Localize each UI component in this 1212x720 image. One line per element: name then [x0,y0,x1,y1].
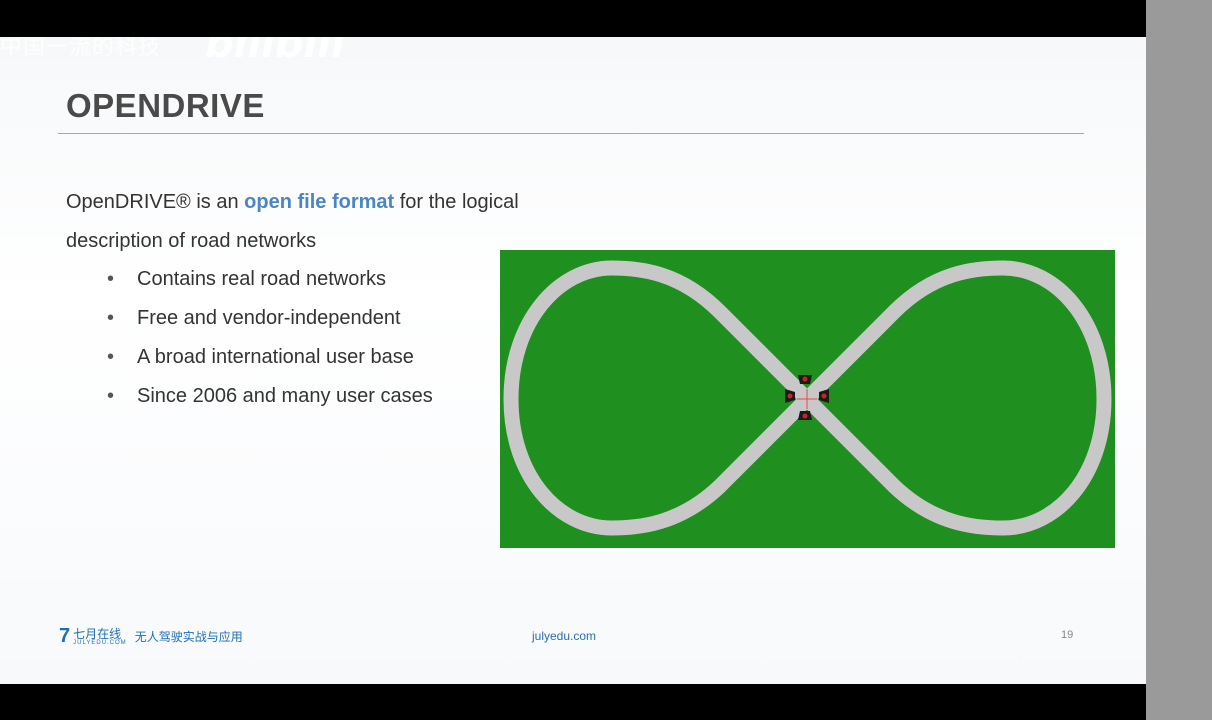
list-item: • Contains real road networks [107,264,433,303]
figure-eight-road-image [500,250,1115,548]
page-number: 19 [1061,629,1074,641]
bullet-icon: • [107,385,115,407]
bilibili-watermark-logo: bilibili [205,37,345,67]
intro-paragraph: OpenDRIVE® is an open file format for th… [66,183,586,261]
vehicle-markers-icon [785,375,829,420]
list-item: • A broad international user base [107,342,433,381]
footer-website: julyedu.com [532,629,597,643]
bullet-icon: • [107,268,115,290]
intro-prefix: OpenDRIVE® is an [66,191,245,213]
julyedu-logo: 7 七月在线 JULYEDU.COM 无人驾驶实战与应用 [59,625,243,648]
bullet-icon: • [107,346,115,368]
logo-text: 七月在线 JULYEDU.COM [73,628,127,646]
logo-seven-icon: 7 [59,625,71,647]
watermark-text: 中国一流的科技 [0,37,162,60]
list-item-text: Contains real road networks [137,268,387,290]
feature-list: • Contains real road networks • Free and v… [107,264,433,420]
bullet-icon: • [107,307,115,329]
list-item-text: Since 2006 and many user cases [137,385,433,407]
slide-title: OPENDRIVE [66,87,265,124]
slide: 中国一流的科技 bilibili OPENDRIVE OpenDRIVE® is… [0,37,1146,684]
video-top-letterbox [0,0,1146,37]
intro-highlight: open file format [244,191,395,213]
intro-suffix: for the logical description of road netw… [66,191,519,252]
list-item-text: Free and vendor-independent [137,307,401,329]
course-name: 无人驾驶实战与应用 [134,630,243,644]
list-item: • Since 2006 and many user cases [107,381,433,420]
video-bottom-letterbox [0,684,1146,720]
title-divider [58,133,1084,134]
list-item: • Free and vendor-independent [107,303,433,342]
right-side-panel [1146,0,1212,720]
list-item-text: A broad international user base [137,346,414,368]
logo-en-text: JULYEDU.COM [73,639,127,646]
logo-cn-text: 七月在线 [73,626,122,641]
